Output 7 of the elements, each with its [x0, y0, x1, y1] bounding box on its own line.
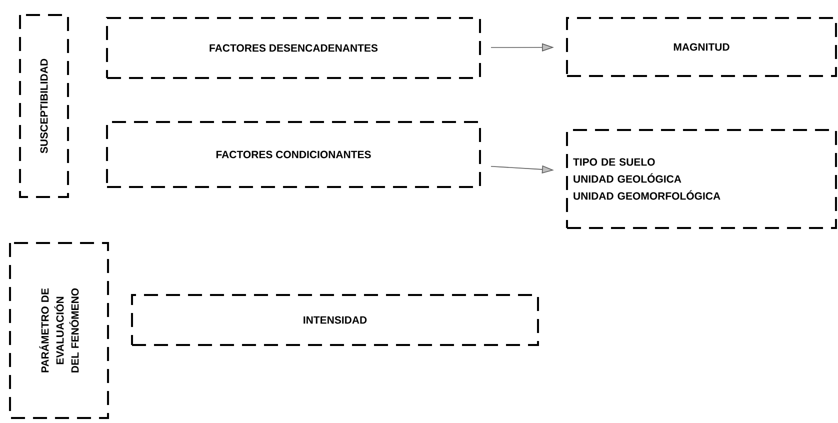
- dashed-box: SUSCEPTIBILIDAD: [19, 14, 70, 198]
- dashed-box: PARÁMETRO DE EVALUACIÓN DEL FENÓMENO: [9, 242, 110, 419]
- dashed-box: INTENSIDAD: [131, 294, 539, 346]
- dashed-box: FACTORES CONDICIONANTES: [106, 121, 481, 188]
- dashed-box: TIPO DE SUELO UNIDAD GEOLÓGICA UNIDAD GEOMORFOLÓGICA: [566, 129, 837, 229]
- dashed-box: FACTORES DESENCADENANTES: [106, 17, 481, 79]
- dashed-box: MAGNITUD: [566, 17, 837, 77]
